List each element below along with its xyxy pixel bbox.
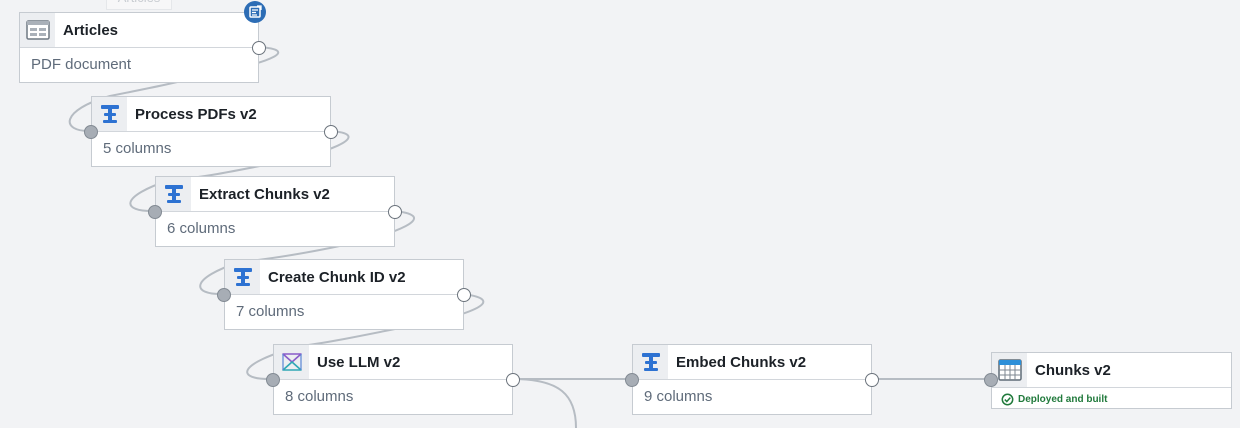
node-header: Articles <box>20 13 266 55</box>
node-title: Chunks v2 <box>1035 361 1111 379</box>
output-port[interactable] <box>457 288 471 302</box>
transform-icon <box>225 260 260 294</box>
node-use-llm[interactable]: Use LLM v2 8 columns <box>266 344 520 415</box>
build-status-text: Deployed and built <box>1018 393 1108 405</box>
llm-icon <box>274 345 309 379</box>
node-subtitle: 6 columns <box>167 220 236 237</box>
output-port[interactable] <box>506 373 520 387</box>
node-chunks[interactable]: Chunks v2 Deployed and built <box>984 352 1232 410</box>
input-port[interactable] <box>217 288 231 302</box>
media-set-badge-icon <box>244 1 266 23</box>
node-title: Process PDFs v2 <box>135 105 257 123</box>
node-extract-chunks[interactable]: Extract Chunks v2 6 columns <box>148 176 402 247</box>
node-create-chunk-id[interactable]: Create Chunk ID v2 7 columns <box>217 259 471 330</box>
transform-icon <box>156 177 191 211</box>
node-articles[interactable]: Articles PDF document <box>19 1 266 83</box>
check-circle-icon <box>1001 393 1014 406</box>
input-port[interactable] <box>266 373 280 387</box>
output-port[interactable] <box>324 125 338 139</box>
output-port[interactable] <box>865 373 879 387</box>
offscreen-node-label: Articles <box>106 0 172 10</box>
node-title: Articles <box>63 21 119 39</box>
node-header: Chunks v2 <box>984 353 1231 388</box>
build-status: Deployed and built <box>992 388 1231 410</box>
input-port[interactable] <box>84 125 98 139</box>
node-title: Extract Chunks v2 <box>199 185 330 203</box>
node-subtitle: 5 columns <box>103 140 172 157</box>
node-title: Use LLM v2 <box>317 353 401 371</box>
transform-icon <box>92 97 127 131</box>
node-header: Extract Chunks v2 <box>148 177 402 219</box>
output-port[interactable] <box>252 41 266 55</box>
node-header: Embed Chunks v2 <box>625 345 879 387</box>
input-port[interactable] <box>148 205 162 219</box>
node-process-pdfs[interactable]: Process PDFs v2 5 columns <box>84 96 338 167</box>
transform-icon <box>633 345 668 379</box>
node-title: Create Chunk ID v2 <box>268 268 406 286</box>
node-embed-chunks[interactable]: Embed Chunks v2 9 columns <box>625 344 879 415</box>
node-header: Create Chunk ID v2 <box>217 260 471 302</box>
edge-use-llm-downstream <box>512 378 577 428</box>
input-port[interactable] <box>984 373 998 387</box>
node-header: Process PDFs v2 <box>84 97 338 139</box>
input-port[interactable] <box>625 373 639 387</box>
node-subtitle: 7 columns <box>236 303 305 320</box>
node-header: Use LLM v2 <box>266 345 520 387</box>
dataset-icon <box>20 13 55 47</box>
node-title: Embed Chunks v2 <box>676 353 807 371</box>
node-subtitle: 9 columns <box>644 388 713 405</box>
output-port[interactable] <box>388 205 402 219</box>
node-subtitle: PDF document <box>31 56 132 73</box>
node-subtitle: 8 columns <box>285 388 354 405</box>
